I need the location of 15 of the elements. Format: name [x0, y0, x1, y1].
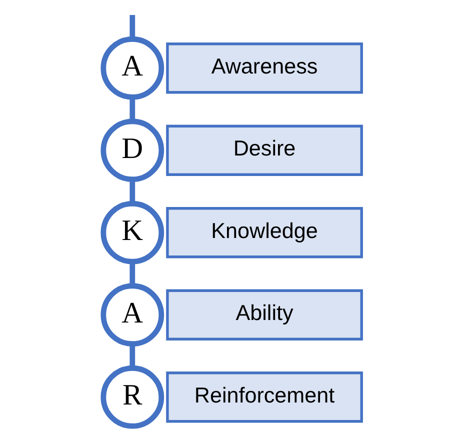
node-box: Desire [166, 124, 363, 176]
connector [130, 15, 136, 40]
node-box: Reinforcement [166, 372, 363, 423]
node-box: Awareness [166, 42, 363, 94]
node-circle: D [100, 118, 164, 182]
node-box: Ability [166, 289, 363, 340]
node-circle: A [100, 36, 164, 100]
connector [130, 262, 136, 286]
node-box: Knowledge [166, 207, 363, 258]
connector [130, 180, 136, 204]
node-circle: K [100, 200, 164, 264]
node-circle: A [100, 283, 164, 347]
connector [130, 97, 136, 122]
node-circle: R [100, 365, 164, 429]
connector [130, 344, 136, 368]
